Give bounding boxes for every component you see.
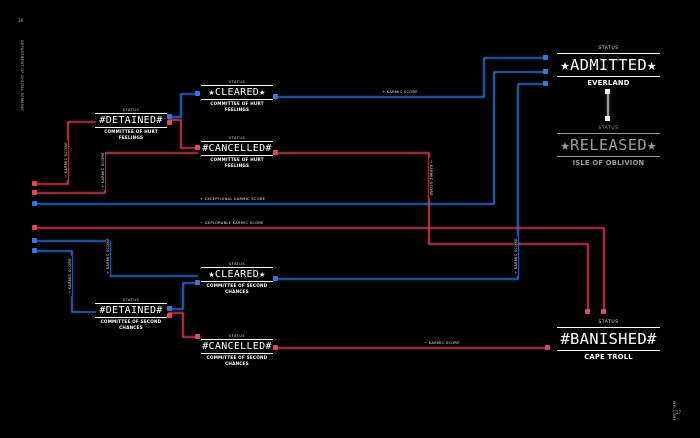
node-status-label: STATUS [228, 136, 246, 140]
wire-start-to-cancelled-1 [35, 152, 198, 194]
wire-cleared-1-to-admitted [276, 57, 546, 98]
node-status-label: STATUS [228, 80, 246, 84]
node-admitted: STATUS ★ADMITTED★ EVERLAND [557, 44, 660, 88]
label-karmic-plus-right-vert: + KARMIC SCORE [514, 236, 518, 276]
node-status-name: #DETAINED# [95, 303, 167, 318]
node-banished: STATUS #BANISHED# CAPE TROLL [557, 318, 660, 362]
dot [167, 120, 172, 125]
connector-dots [32, 55, 610, 350]
dot [543, 69, 548, 74]
node-committee: COMMITTEE OF SECOND CHANCES [206, 355, 268, 366]
node-detained-1: STATUS #DETAINED# COMMITTEE OF HURT FEEL… [95, 108, 167, 141]
label-karmic-plus-left-bot: + KARMIC SCORE [106, 236, 110, 276]
node-status-label: STATUS [122, 108, 140, 112]
dot [32, 181, 37, 186]
node-status-label: STATUS [598, 46, 619, 51]
dot [195, 280, 200, 285]
dot [543, 55, 548, 60]
label-karmic-minus-mid: − KARMIC SCORE [429, 158, 433, 198]
dot [32, 201, 37, 206]
page-number-left: 26 [18, 18, 24, 23]
node-status-name: #CANCELLED# [201, 339, 273, 354]
node-status-name: ★CLEARED★ [201, 267, 273, 282]
dot [605, 116, 610, 121]
dot [273, 94, 278, 99]
label-exceptional-karmic: + EXCEPTIONAL KARMIC SCORE [198, 197, 268, 201]
node-status-label: STATUS [228, 262, 246, 266]
node-status-label: STATUS [122, 298, 140, 302]
wire-start-to-detained-1 [35, 121, 96, 185]
node-destination: EVERLAND [587, 79, 630, 87]
dot [585, 309, 590, 314]
dot [273, 276, 278, 281]
dot [32, 225, 37, 230]
wire-deplorable-to-banished [35, 227, 605, 312]
dot [167, 114, 172, 119]
wire-detained-2-to-cancelled-2 [168, 312, 198, 338]
label-karmic-minus-left-top: − KARMIC SCORE [64, 140, 68, 180]
node-status-name: #DETAINED# [95, 113, 167, 128]
dot [273, 345, 278, 350]
node-committee: COMMITTEE OF HURT FEELINGS [210, 101, 264, 112]
node-status-label: STATUS [228, 334, 246, 338]
node-status-name: ★CLEARED★ [201, 85, 273, 100]
dot [273, 150, 278, 155]
label-deplorable-karmic: − DEPLORABLE KARMIC SCORE [198, 221, 266, 225]
dot [605, 89, 610, 94]
wire-cleared-2-to-admitted [276, 83, 546, 280]
dot [32, 248, 37, 253]
wire-detained-2-to-cleared-2 [168, 282, 198, 310]
dot [167, 313, 172, 318]
node-status-label: STATUS [598, 320, 619, 325]
node-cancelled-1: STATUS #CANCELLED# COMMITTEE OF HURT FEE… [201, 136, 273, 169]
label-karmic-minus-bottom: − KARMIC SCORE [422, 341, 462, 345]
dot [545, 345, 550, 350]
dot [32, 238, 37, 243]
wire-cancelled-1-to-banished [276, 152, 589, 312]
label-karmic-plus-top: + KARMIC SCORE [380, 90, 420, 94]
dot [195, 334, 200, 339]
wire-detained-1-to-cancelled-1 [168, 119, 198, 149]
label-karmic-minus-left-bot: − KARMIC SCORE [68, 256, 72, 296]
node-cleared-2: STATUS ★CLEARED★ COMMITTEE OF SECOND CHA… [201, 262, 273, 295]
node-committee: COMMITTEE OF SECOND CHANCES [206, 283, 268, 294]
node-status-name: ★RELEASED★ [557, 133, 660, 157]
node-status-name: ★ADMITTED★ [557, 53, 660, 77]
node-detained-2: STATUS #DETAINED# COMMITTEE OF SECOND CH… [95, 298, 167, 331]
node-cancelled-2: STATUS #CANCELLED# COMMITTEE OF SECOND C… [201, 334, 273, 367]
side-title-left: DEPARTMENT OF DIGITAL REMAINS [20, 40, 24, 111]
node-committee: COMMITTEE OF HURT FEELINGS [210, 157, 264, 168]
wire-detained-1-to-cleared-1 [168, 93, 198, 118]
label-karmic-plus-left-top: + KARMIC SCORE [101, 150, 105, 190]
dot [32, 190, 37, 195]
dot [167, 306, 172, 311]
node-status-label: STATUS [598, 126, 619, 131]
wire-exceptional-to-admitted [35, 71, 546, 205]
node-destination: CAPE TROLL [584, 353, 633, 361]
dot [195, 145, 200, 150]
node-committee: COMMITTEE OF HURT FEELINGS [104, 129, 158, 140]
node-released: STATUS ★RELEASED★ ISLE OF OBLIVION [557, 124, 660, 168]
dot [195, 91, 200, 96]
node-destination: ISLE OF OBLIVION [572, 159, 645, 167]
node-committee: COMMITTEE OF SECOND CHANCES [100, 319, 162, 330]
dot [601, 309, 606, 314]
wire-start-to-detained-2 [35, 250, 96, 313]
node-status-name: #CANCELLED# [201, 141, 273, 156]
page-number-right: 27 [676, 410, 682, 415]
wire-start-to-cleared-2 [35, 240, 198, 277]
node-cleared-1: STATUS ★CLEARED★ COMMITTEE OF HURT FEELI… [201, 80, 273, 113]
node-status-name: #BANISHED# [557, 327, 660, 351]
dot [543, 81, 548, 86]
